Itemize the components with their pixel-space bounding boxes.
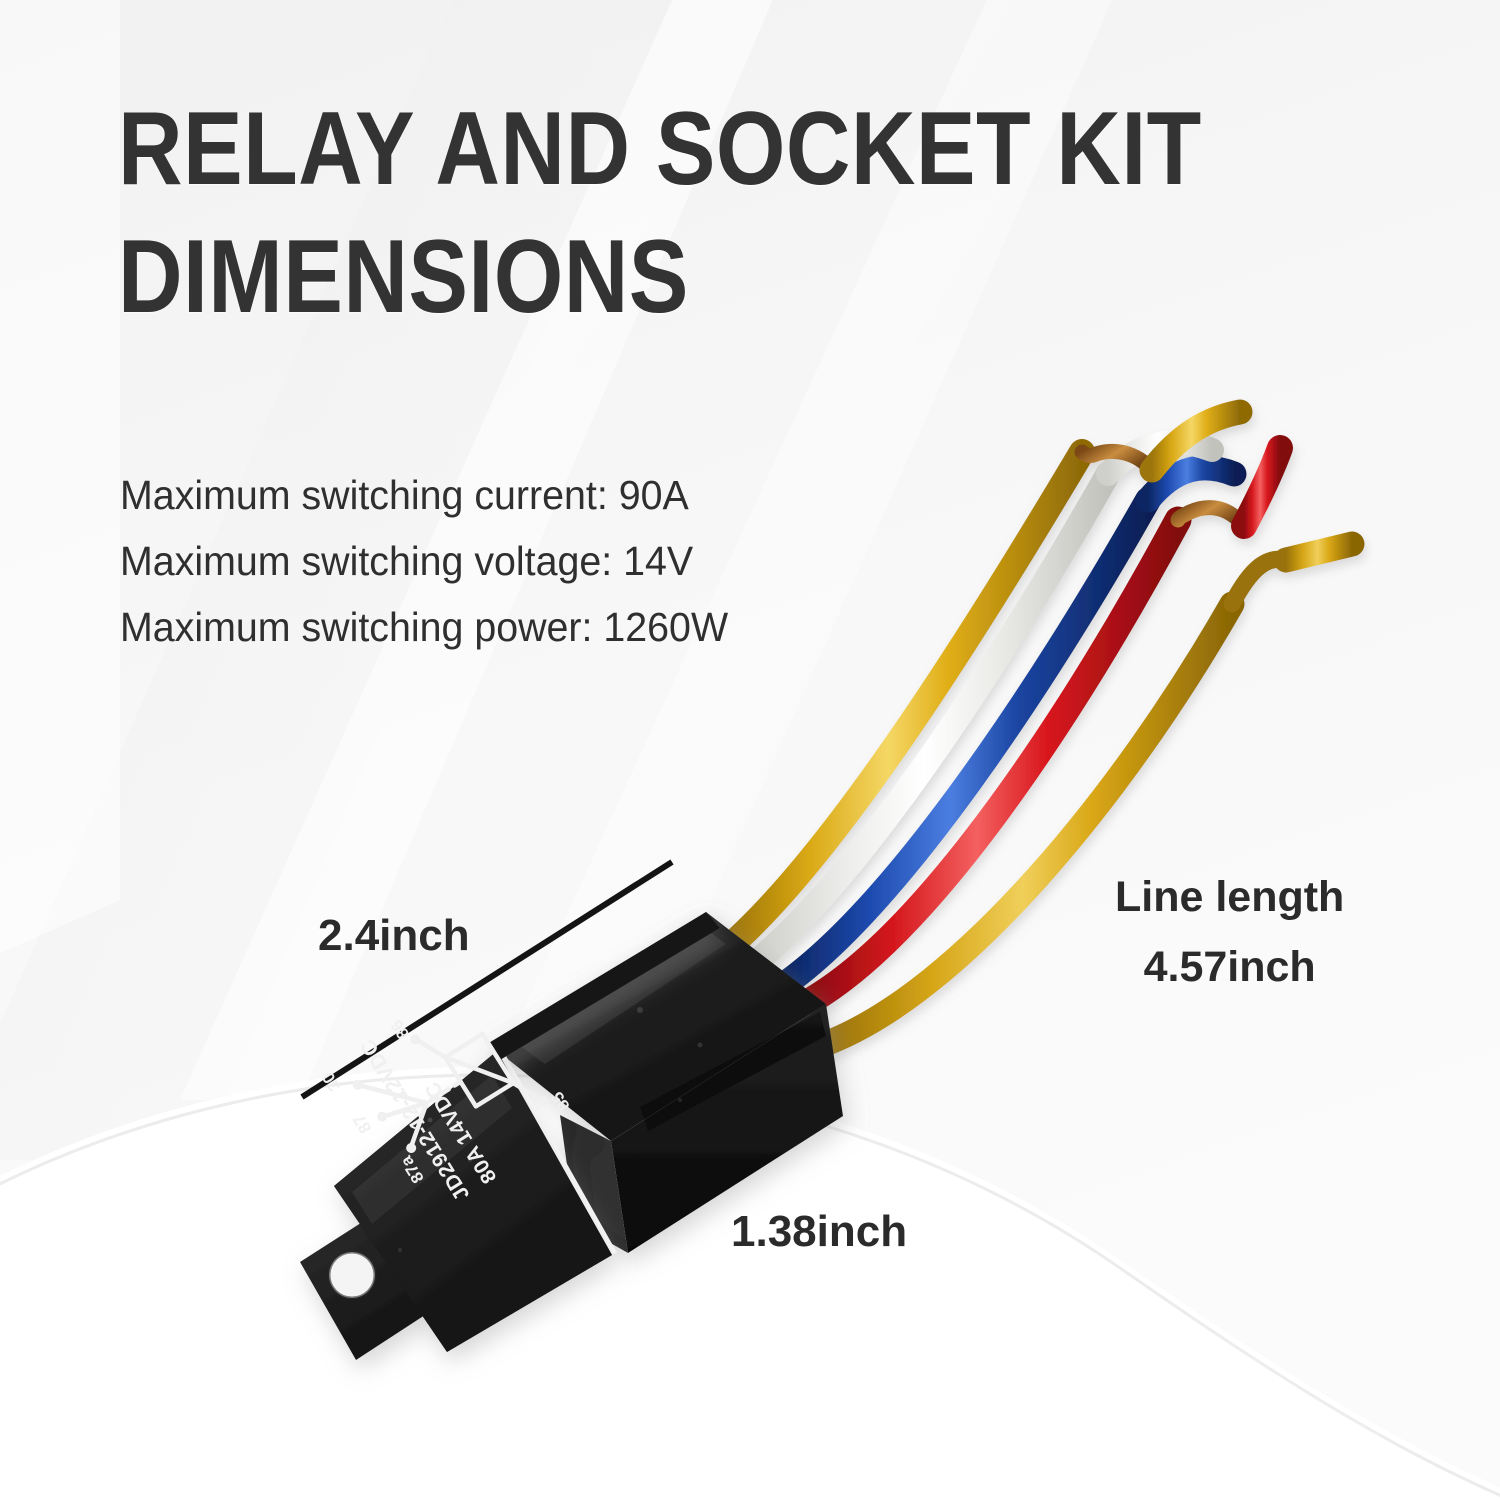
spec-item-power: Maximum switching power: 1260W bbox=[120, 604, 729, 650]
callout-relay-width: 1.38inch bbox=[731, 1207, 908, 1256]
wire-yellow-upper-tip bbox=[1139, 399, 1253, 483]
relay-body bbox=[300, 912, 720, 1360]
socket-speckle bbox=[678, 1098, 682, 1102]
relay-terminal-87: 87 bbox=[349, 1111, 375, 1137]
background-band-2 bbox=[180, 0, 773, 1100]
schematic-node-86 bbox=[410, 1034, 421, 1045]
page-title: RELAY AND SOCKET KIT DIMENSIONS bbox=[118, 85, 1298, 341]
schematic-node-87 bbox=[377, 1111, 388, 1122]
relay-highlight bbox=[352, 1075, 512, 1224]
schematic-node-87a bbox=[406, 1143, 417, 1154]
callout-relay-length: 2.4inch bbox=[318, 911, 470, 960]
socket-highlight bbox=[520, 925, 726, 1064]
socket-terminal-slot bbox=[640, 1012, 826, 1131]
relay-mount-hole bbox=[329, 1252, 375, 1298]
socket-side-face bbox=[611, 1004, 843, 1253]
schematic-lead-85 bbox=[511, 1080, 543, 1102]
relay-top-face bbox=[334, 1051, 612, 1352]
schematic-node-85 bbox=[538, 1095, 549, 1106]
specification-list: Maximum switching current: 90A Maximum s… bbox=[120, 462, 753, 660]
wire-yellow-upper-copper bbox=[1074, 443, 1160, 478]
background-bottom-glow bbox=[0, 1120, 1380, 1500]
relay-schematic bbox=[352, 1031, 549, 1154]
wire-red bbox=[798, 506, 1192, 1014]
callout-line-length: Line length 4.57inch bbox=[1115, 862, 1344, 1002]
page-title-line-1: RELAY AND SOCKET KIT bbox=[118, 91, 1202, 207]
schematic-coil-diagonal bbox=[442, 1054, 516, 1086]
wire-yellow-lower-tip bbox=[1273, 531, 1365, 573]
wire-red-tip bbox=[1231, 435, 1293, 539]
socket-speckle bbox=[697, 1042, 703, 1048]
schematic-lead-87 bbox=[382, 1100, 429, 1119]
wire-harness bbox=[717, 399, 1365, 1055]
spec-item-voltage: Maximum switching voltage: 14V bbox=[120, 538, 694, 584]
socket-speckle bbox=[637, 1007, 643, 1013]
wire-blue bbox=[775, 487, 1161, 995]
spec-item-current: Maximum switching current: 90A bbox=[120, 472, 689, 518]
schematic-armature-link bbox=[424, 1079, 463, 1106]
relay-speckle bbox=[398, 1248, 402, 1252]
schematic-lead-30 bbox=[359, 1083, 429, 1106]
wire-yellow-upper bbox=[717, 439, 1095, 959]
callout-line-length-label: Line length bbox=[1115, 873, 1345, 921]
background-band-3 bbox=[500, 0, 1113, 1060]
relay-speckle bbox=[468, 1158, 472, 1162]
schematic-node-30 bbox=[352, 1079, 363, 1090]
relay-mount-hole-ring bbox=[327, 1250, 377, 1300]
relay-socket-body bbox=[495, 912, 843, 1253]
socket-top-face bbox=[495, 912, 826, 1141]
wire-white bbox=[743, 461, 1121, 975]
background-band-4 bbox=[0, 0, 120, 954]
wire-blue-tip bbox=[1135, 455, 1247, 513]
dimension-line-length bbox=[300, 859, 674, 1100]
wire-yellow-lower bbox=[817, 591, 1245, 1055]
wire-red-copper bbox=[1170, 500, 1252, 534]
callout-line-length-value: 4.57inch bbox=[1143, 943, 1316, 991]
relay-speckle bbox=[427, 1117, 433, 1123]
schematic-contact-arm bbox=[409, 1100, 429, 1147]
relay-upper-edge bbox=[487, 912, 720, 1060]
page-title-line-2: DIMENSIONS bbox=[118, 219, 689, 335]
schematic-lead-86 bbox=[416, 1038, 448, 1060]
background-band-1 bbox=[0, 0, 684, 1160]
